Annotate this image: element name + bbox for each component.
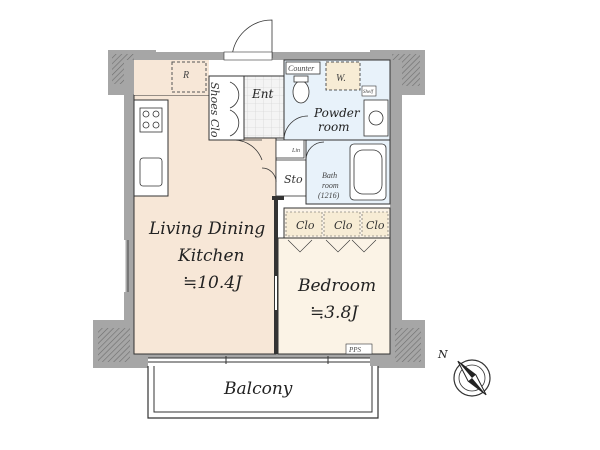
ldk-area: ≒10.4J — [183, 273, 243, 293]
bath-door-icon — [305, 141, 325, 161]
powder-room-label-1: Powder — [313, 106, 361, 120]
washer-label: W. — [336, 73, 346, 84]
storage-label: Sto — [284, 173, 303, 186]
bath-label-3: (1216) — [318, 191, 340, 200]
bedroom-floor — [277, 237, 391, 355]
ldk-label-1: Living Dining — [148, 219, 265, 239]
closet-label-3: Clo — [366, 219, 385, 232]
front-door-icon — [231, 19, 273, 59]
pps-box — [345, 343, 373, 355]
partition-wall — [274, 196, 278, 354]
stove-icon — [139, 107, 163, 133]
toilet-icon — [292, 80, 310, 104]
windows — [122, 240, 370, 364]
storage-door-icon — [261, 167, 277, 183]
powder-room-label-2: room — [318, 120, 350, 134]
washer-space — [325, 61, 361, 91]
counter-box — [285, 61, 321, 75]
bathtub-icon — [349, 143, 387, 201]
bath-label-1: Bath — [322, 171, 337, 180]
linen-label: Lin — [291, 148, 300, 154]
linen-box — [275, 139, 305, 159]
pps-label: PPS — [348, 346, 362, 354]
entrance-floor — [243, 75, 285, 139]
compass-icon: N — [437, 348, 491, 397]
shoes-closet — [208, 75, 245, 141]
sink-icon — [139, 157, 163, 187]
refrigerator-space — [171, 61, 207, 93]
compass-north-label: N — [437, 348, 448, 361]
refrigerator-label: R — [182, 70, 189, 81]
bath-label-2: room — [322, 181, 339, 190]
counter-label: Counter — [288, 64, 315, 73]
closet-label-1: Clo — [296, 219, 315, 232]
powder-door-icon — [283, 115, 309, 141]
storage-box — [275, 159, 307, 197]
wash-basin — [363, 99, 389, 137]
bedroom-label: Bedroom — [297, 276, 376, 296]
balcony-outline — [147, 366, 379, 419]
shelf-box — [361, 85, 377, 97]
ldk-label-2: Kitchen — [177, 246, 244, 266]
outer-walls — [93, 50, 425, 368]
closet-label-2: Clo — [334, 219, 353, 232]
shoes-closet-label: Shoes Clo — [208, 82, 221, 138]
entrance-label: Ent — [251, 87, 273, 101]
shelf-label: Shelf — [363, 90, 374, 95]
balcony-label: Balcony — [223, 379, 293, 399]
bedroom-closets — [283, 207, 391, 253]
bedroom-area: ≒3.8J — [310, 303, 359, 323]
